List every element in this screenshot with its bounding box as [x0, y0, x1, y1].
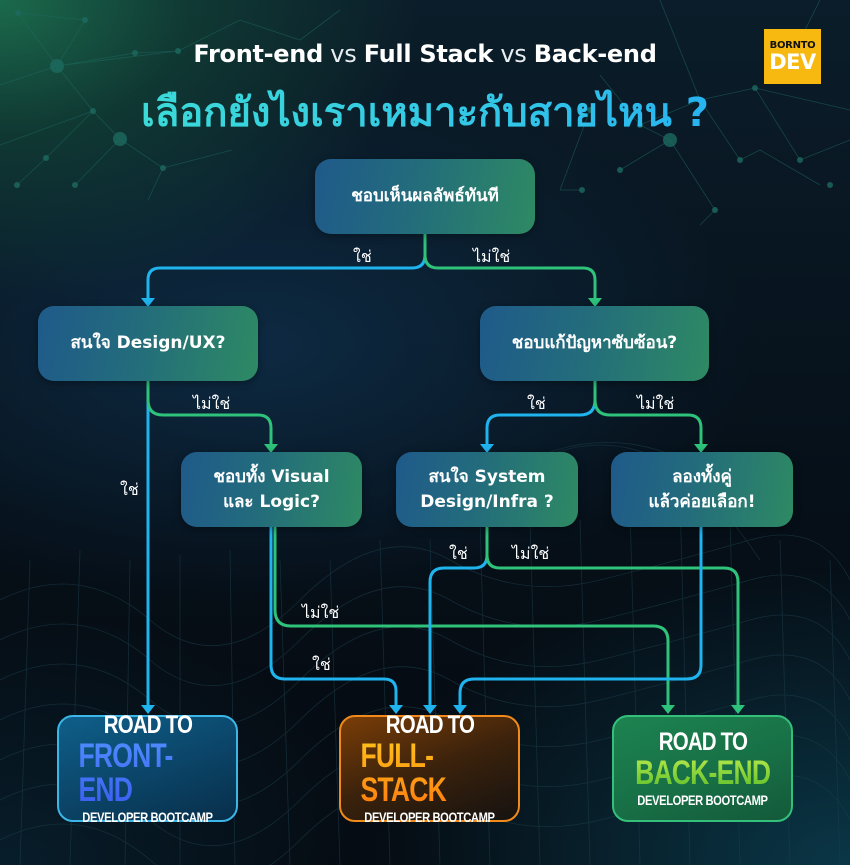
destination-frontend-bootcamp[interactable]: ROAD TO FRONT-END DEVELOPER BOOTCAMP [57, 711, 238, 825]
edge-label-design-no: ไม่ใช่ [193, 394, 231, 413]
node-try-both: ลองทั้งคู่ แล้วค่อยเลือก! [611, 452, 793, 527]
node-likes-complex-problems: ชอบแก้ปัญหาซับซ้อน? [480, 306, 709, 381]
logo-top-text: BORNTO [769, 40, 816, 51]
node-label: ชอบแก้ปัญหาซับซ้อน? [511, 333, 678, 353]
node-label-line2: แล้วค่อยเลือก! [648, 491, 756, 512]
dest-track-name: FRONT-END [78, 739, 216, 807]
destination-backend-bootcamp[interactable]: ROAD TO BACK-END DEVELOPER BOOTCAMP [612, 715, 793, 822]
title-vs-2: vs [500, 40, 527, 68]
title-backend: Back-end [533, 40, 657, 68]
page-title-english: Front-end vs Full Stack vs Back-end [0, 40, 850, 68]
dest-subtitle: DEVELOPER BOOTCAMP [82, 809, 213, 825]
edge-label-visual-yes: ใช่ [312, 655, 331, 674]
node-visual-and-logic: ชอบทั้ง Visual และ Logic? [181, 452, 362, 527]
node-interested-design-ux: สนใจ Design/UX? [38, 306, 258, 381]
node-label-line1: ลองทั้งคู่ [672, 466, 732, 487]
destination-fullstack-bootcamp[interactable]: ROAD TO FULL-STACK DEVELOPER BOOTCAMP [339, 711, 520, 825]
edge-label-design-yes: ใช่ [120, 480, 139, 499]
title-frontend: Front-end [193, 40, 323, 68]
node-label: ชอบเห็นผลลัพธ์ทันที [351, 186, 499, 206]
node-system-design-infra: สนใจ System Design/Infra ? [396, 452, 578, 527]
node-label-line2: Design/Infra ? [420, 491, 554, 512]
page-title-thai: เลือกยังไงเราเหมาะกับสายไหน ? [0, 80, 850, 144]
node-label-line2: และ Logic? [223, 491, 320, 512]
dest-road-to: ROAD TO [103, 711, 192, 739]
edge-label-complex-no: ไม่ใช่ [637, 394, 675, 413]
title-vs-1: vs [330, 40, 357, 68]
node-label: สนใจ Design/UX? [70, 333, 226, 353]
dest-road-to: ROAD TO [658, 728, 747, 756]
dest-subtitle: DEVELOPER BOOTCAMP [637, 792, 768, 808]
dest-road-to: ROAD TO [385, 711, 474, 739]
node-see-results-immediately: ชอบเห็นผลลัพธ์ทันที [315, 159, 535, 234]
edge-label-system-yes: ใช่ [449, 544, 468, 563]
node-label-line1: สนใจ System [428, 466, 546, 487]
logo-bottom-text: DEV [769, 50, 816, 74]
edge-label-system-no: ไม่ใช่ [512, 544, 550, 563]
edge-label-visual-no: ไม่ใช่ [302, 603, 340, 622]
title-fullstack: Full Stack [363, 40, 494, 68]
dest-track-name: BACK-END [634, 754, 771, 792]
borntodev-logo: BORNTO DEV [764, 29, 821, 84]
node-label-line1: ชอบทั้ง Visual [213, 466, 330, 487]
dest-subtitle: DEVELOPER BOOTCAMP [364, 809, 495, 825]
edge-label-root-no: ไม่ใช่ [473, 247, 511, 266]
arrowheads [141, 298, 745, 714]
dest-track-name: FULL-STACK [360, 739, 498, 807]
edge-label-root-yes: ใช่ [353, 247, 372, 266]
edge-label-complex-yes: ใช่ [527, 394, 546, 413]
